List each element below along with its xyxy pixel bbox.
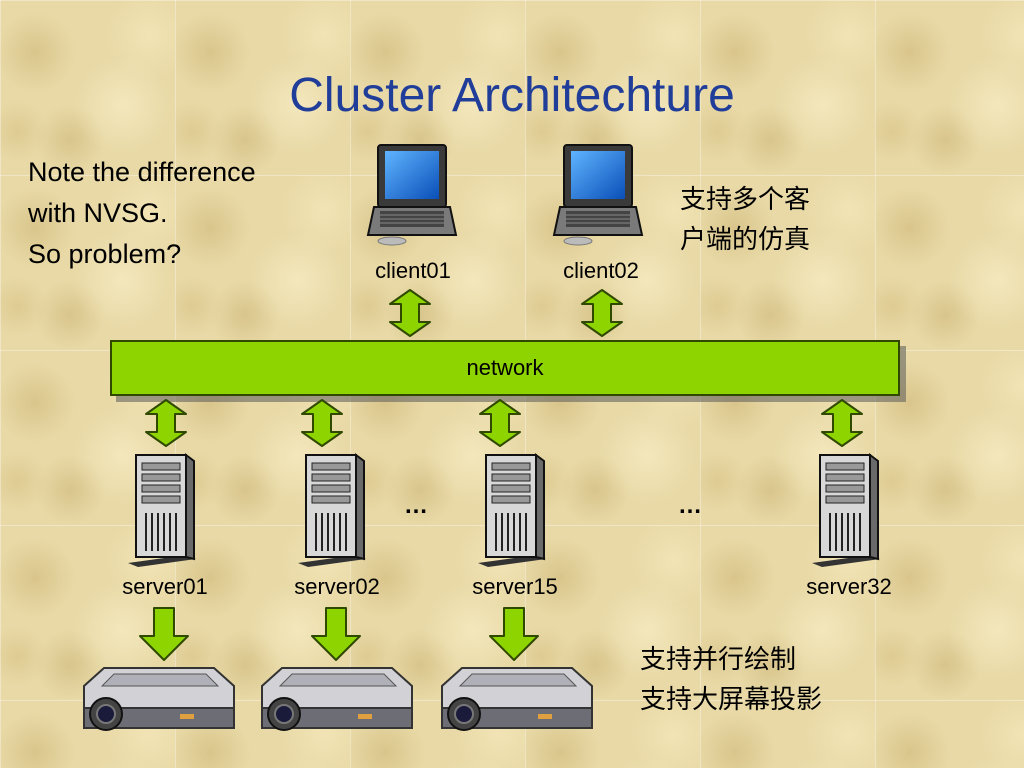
server-32-link-arrow-icon	[821, 399, 863, 447]
laptop-icon	[367, 144, 457, 246]
network-bar: network	[110, 340, 900, 396]
server-15-label: server15	[472, 574, 558, 599]
server-01-output-arrow-icon	[139, 607, 189, 661]
server-01-link-arrow-icon	[145, 399, 187, 447]
server-15-link-arrow-icon	[479, 399, 521, 447]
note-line-3: So problem?	[28, 239, 182, 269]
network-label: network	[466, 355, 544, 380]
server-tower-icon	[477, 454, 547, 568]
clients-note-line-2: 户端的仿真	[680, 225, 811, 255]
clients-note-line-1: 支持多个客	[680, 185, 811, 215]
projection-note: 支持并行绘制 支持大屏幕投影	[640, 640, 822, 720]
projector-icon	[261, 667, 413, 731]
client-02-label: client02	[563, 258, 639, 283]
projector-icon	[441, 667, 593, 731]
ellipsis-1: …	[404, 492, 428, 519]
server-tower-icon	[127, 454, 197, 568]
projection-note-line-2: 支持大屏幕投影	[640, 685, 823, 715]
server-tower-icon	[811, 454, 881, 568]
server-tower-icon	[297, 454, 367, 568]
laptop-icon	[553, 144, 643, 246]
client-01-label: client01	[375, 258, 451, 283]
client-02	[553, 144, 643, 250]
projector-icon	[83, 667, 235, 731]
projection-note-line-1: 支持并行绘制	[640, 645, 797, 675]
server-02-link-arrow-icon	[301, 399, 343, 447]
note-line-2: with NVSG.	[28, 198, 168, 228]
client-01-link-arrow-icon	[389, 289, 431, 337]
note-text: Note the difference with NVSG. So proble…	[28, 152, 256, 275]
note-line-1: Note the difference	[28, 157, 256, 187]
server-15-output-arrow-icon	[489, 607, 539, 661]
clients-note: 支持多个客 户端的仿真	[680, 180, 810, 260]
client-01	[367, 144, 457, 250]
server-02-output-arrow-icon	[311, 607, 361, 661]
client-02-link-arrow-icon	[581, 289, 623, 337]
server-02-label: server02	[294, 574, 380, 599]
ellipsis-2: …	[678, 492, 702, 519]
slide-title: Cluster Architechture	[289, 69, 735, 122]
server-32-label: server32	[806, 574, 892, 599]
server-01-label: server01	[122, 574, 208, 599]
